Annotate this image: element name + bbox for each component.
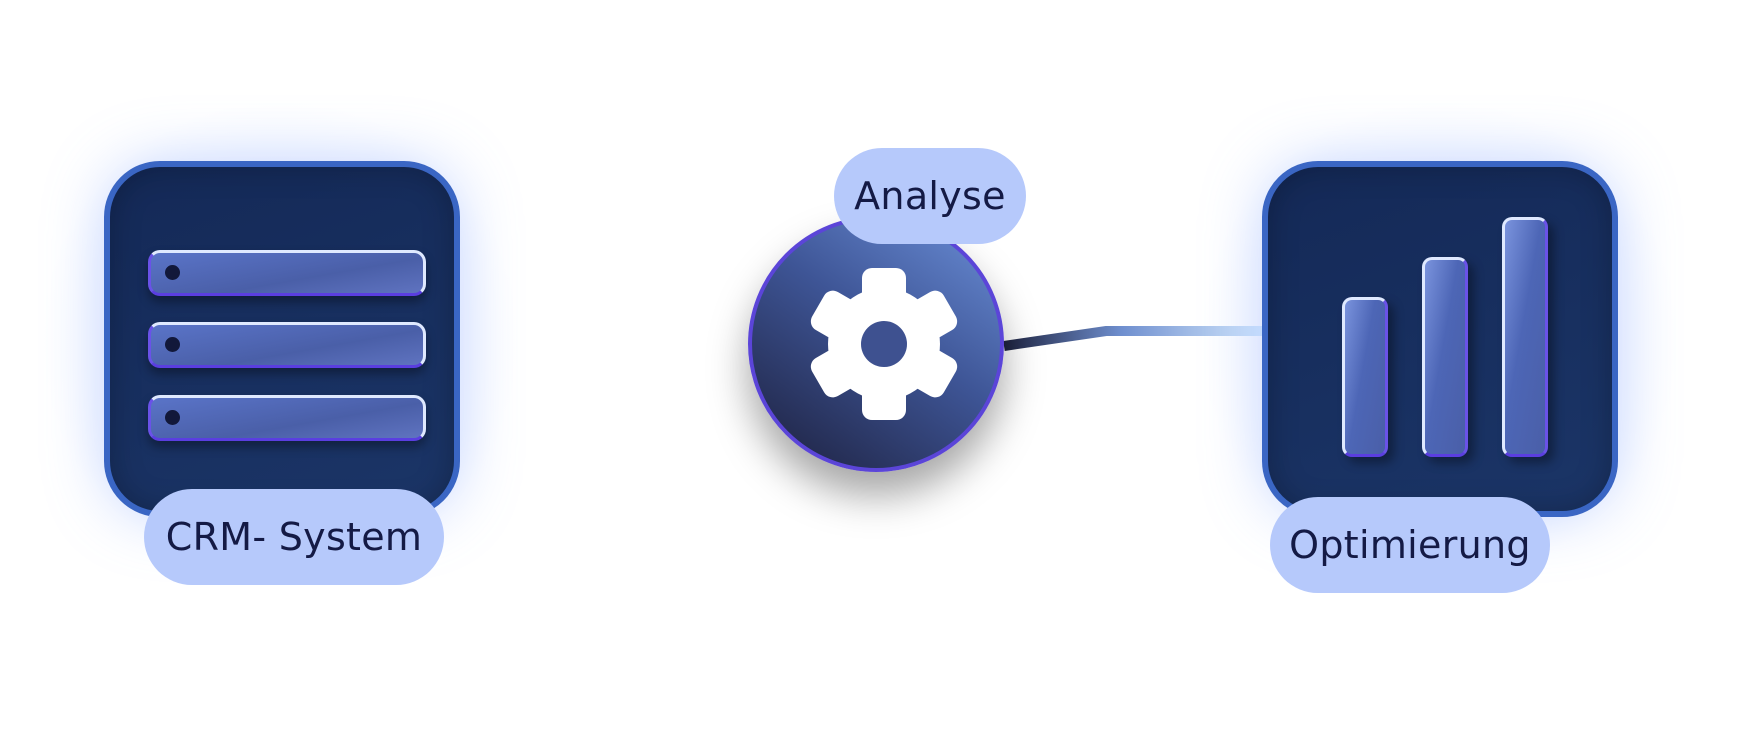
gear-icon xyxy=(810,268,958,420)
connector-analysis-optimization xyxy=(1003,326,1266,351)
optimization-label: Optimierung xyxy=(1270,497,1550,593)
chart-bar-medium xyxy=(1422,257,1468,457)
server-led xyxy=(165,337,180,352)
chart-bar-tall xyxy=(1502,217,1548,457)
server-bar xyxy=(148,322,426,368)
server-bar xyxy=(148,395,426,441)
optimization-node xyxy=(1262,161,1618,517)
analysis-node xyxy=(748,216,1004,472)
analysis-label: Analyse xyxy=(834,148,1026,244)
crm-node xyxy=(104,161,460,517)
server-led xyxy=(165,265,180,280)
crm-label: CRM- System xyxy=(144,489,444,585)
chart-bar-short xyxy=(1342,297,1388,457)
server-led xyxy=(165,410,180,425)
server-bar xyxy=(148,250,426,296)
